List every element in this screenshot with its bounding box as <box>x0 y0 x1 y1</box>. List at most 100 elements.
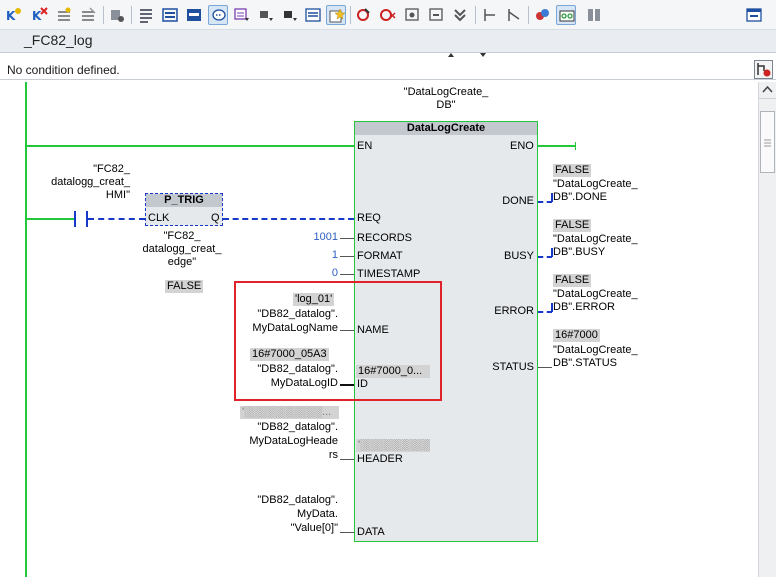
data-operand[interactable]: "DB82_datalog". MyData. "Value[0]" <box>222 493 338 535</box>
favorites-icon[interactable] <box>303 5 323 25</box>
q-pin[interactable]: Q <box>211 212 220 224</box>
data-pin[interactable]: DATA <box>357 526 385 538</box>
timestamp-pin[interactable]: TIMESTAMP <box>357 268 421 280</box>
done-pin[interactable]: DONE <box>502 195 534 207</box>
tag-line: datalogg_creat_ <box>51 176 130 188</box>
download-icon[interactable] <box>426 5 446 25</box>
operand-line: DB".STATUS <box>553 357 618 369</box>
scroll-up-button[interactable] <box>759 82 776 99</box>
show-favorites-icon[interactable] <box>160 5 180 25</box>
insert-box-icon[interactable] <box>280 5 300 25</box>
operand-line: "DB82_datalog". <box>257 494 338 506</box>
ptrig-input-tag[interactable]: "FC82_ datalogg_creat_ HMI" <box>26 163 130 202</box>
toolbar: K K <box>0 0 776 30</box>
operand-line: MyDataLogHeade <box>249 435 338 447</box>
busy-operand[interactable]: "DataLogCreate_ DB".BUSY <box>553 233 638 259</box>
vertical-scrollbar[interactable] <box>758 82 776 577</box>
condition-button[interactable] <box>754 60 773 79</box>
done-monitor-value: FALSE <box>553 164 592 177</box>
operand-line: "Value[0]" <box>290 522 338 534</box>
status-pin[interactable]: STATUS <box>492 361 534 373</box>
en-pin[interactable]: EN <box>357 140 373 152</box>
contact-left-bar <box>74 211 76 227</box>
status-monitor-value: 16#7000 <box>553 329 600 342</box>
done-wire <box>538 201 552 203</box>
operand-line: "DB82_datalog". <box>257 308 338 320</box>
tag-line: "FC82_ <box>93 163 130 175</box>
network-comments-icon[interactable] <box>208 5 228 25</box>
svg-text:K: K <box>32 9 42 23</box>
timestamp-value[interactable]: 0 <box>331 267 338 279</box>
contact-right-bar <box>86 211 88 227</box>
req-wire <box>223 218 354 220</box>
id-monitor-value: 16#7000_05A3 <box>250 348 329 361</box>
busy-pin[interactable]: BUSY <box>504 250 534 262</box>
timestamp-wire <box>340 274 354 275</box>
operand-line: DB".BUSY <box>553 246 606 258</box>
test-icon[interactable] <box>504 5 524 25</box>
records-wire <box>340 238 354 239</box>
splitter-handle[interactable] <box>440 52 496 58</box>
go-to-declaration-icon[interactable] <box>354 5 374 25</box>
go-to-next-icon[interactable] <box>378 5 398 25</box>
window-layout-icon[interactable] <box>584 5 604 25</box>
toggle-comments-icon[interactable] <box>184 5 204 25</box>
format-pin[interactable]: FORMAT <box>357 250 403 262</box>
operand-line: DB".ERROR <box>553 301 615 313</box>
block-title: _FC82_log <box>24 32 93 48</box>
window-split-icon[interactable] <box>744 5 764 25</box>
datalogcreate-block[interactable] <box>354 121 538 542</box>
error-operand[interactable]: "DataLogCreate_ DB".ERROR <box>553 288 638 314</box>
records-value[interactable]: 1001 <box>313 231 338 243</box>
glasses-icon[interactable] <box>532 5 552 25</box>
operand-line: "DB82_datalog". <box>257 421 338 433</box>
operand-line: "DB82_datalog". <box>257 363 338 375</box>
error-wire-riser <box>551 303 553 312</box>
edge-status-value: FALSE <box>165 280 204 293</box>
name-operand[interactable]: "DB82_datalog". MyDataLogName <box>230 307 338 335</box>
id-inner-value: 16#7000_0... <box>356 365 430 378</box>
operand-line: "DataLogCreate_ <box>553 288 638 300</box>
busy-monitor-value: FALSE <box>553 219 592 232</box>
operand-line: DB".DONE <box>553 191 608 203</box>
delete-network-icon[interactable]: K <box>30 5 50 25</box>
name-wire <box>340 330 354 331</box>
header-wire <box>340 459 354 460</box>
error-wire <box>538 311 552 313</box>
grid-icon[interactable] <box>556 5 576 25</box>
header-operand[interactable]: "DB82_datalog". MyDataLogHeade rs <box>222 420 338 462</box>
req-pin[interactable]: REQ <box>357 212 381 224</box>
tag-line: edge" <box>167 256 197 268</box>
tag-line: HMI" <box>105 189 130 201</box>
rewire-icon[interactable] <box>450 5 470 25</box>
callstruct-icon[interactable] <box>480 5 500 25</box>
insert-network-icon[interactable]: K <box>4 5 24 25</box>
absolute-operands-icon[interactable] <box>136 5 156 25</box>
condition-icon <box>757 63 771 77</box>
go-to-next-error-icon[interactable] <box>232 5 252 25</box>
id-wire <box>340 384 354 386</box>
done-operand[interactable]: "DataLogCreate_ DB".DONE <box>553 178 638 204</box>
clk-pin[interactable]: CLK <box>148 212 170 224</box>
instance-db-name[interactable]: "DataLogCreate_ DB" <box>396 86 496 112</box>
busy-wire-riser <box>551 248 553 257</box>
format-value[interactable]: 1 <box>331 249 338 261</box>
status-operand[interactable]: "DataLogCreate_ DB".STATUS <box>553 344 638 370</box>
records-pin[interactable]: RECORDS <box>357 232 413 244</box>
scroll-thumb[interactable] <box>760 111 775 173</box>
name-pin[interactable]: NAME <box>357 324 389 336</box>
add-instruction-icon[interactable] <box>256 5 276 25</box>
close-all-networks-icon[interactable] <box>78 5 98 25</box>
error-pin[interactable]: ERROR <box>494 305 534 317</box>
ptrig-edge-tag[interactable]: "FC82_ datalogg_creat_ edge" <box>132 230 232 269</box>
id-pin[interactable]: ID <box>357 378 368 390</box>
reset-icon[interactable] <box>326 5 346 25</box>
eno-pin[interactable]: ENO <box>510 140 534 152</box>
monitor-icon[interactable] <box>402 5 422 25</box>
header-pin[interactable]: HEADER <box>357 453 403 465</box>
svg-text:K: K <box>6 9 16 23</box>
open-all-networks-icon[interactable] <box>54 5 74 25</box>
toggle-display-icon[interactable] <box>107 5 127 25</box>
id-operand[interactable]: "DB82_datalog". MyDataLogID <box>230 362 338 390</box>
instance-line: "DataLogCreate_ <box>403 86 489 98</box>
